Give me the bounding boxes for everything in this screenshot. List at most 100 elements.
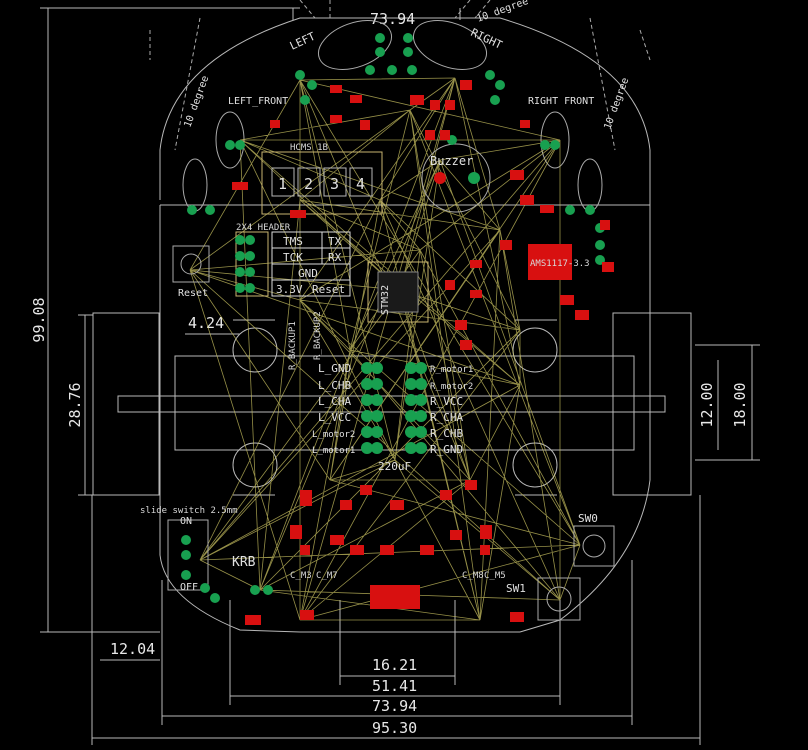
label-l-gnd: L_GND <box>318 362 351 375</box>
smd-pad <box>300 545 310 555</box>
via <box>403 33 413 43</box>
left-conn-via <box>371 378 383 390</box>
airwire-path <box>189 77 581 621</box>
smd-pad <box>370 585 420 609</box>
smd-pad <box>470 260 482 268</box>
dimension-lines <box>40 7 760 745</box>
smd-pad <box>450 530 462 540</box>
right-conn-via <box>405 378 417 390</box>
via <box>245 235 255 245</box>
hcms-digit-3: 3 <box>330 175 339 193</box>
smd-pad <box>465 480 477 490</box>
via <box>565 205 575 215</box>
hcms-digit-4: 4 <box>356 175 365 193</box>
smd-pad <box>300 610 314 620</box>
right-conn-via <box>415 378 427 390</box>
label-r-gnd: R_GND <box>430 443 463 456</box>
via <box>235 267 245 277</box>
switch-on-label: ON <box>180 516 192 527</box>
via <box>200 583 210 593</box>
right-conn-via <box>405 410 417 422</box>
via <box>245 283 255 293</box>
left-conn-via <box>361 378 373 390</box>
via <box>263 585 273 595</box>
regulator-label: AMS1117-3.3 <box>530 259 590 269</box>
smd-pad <box>440 490 452 500</box>
label-l-vcc: L_VCC <box>318 411 351 424</box>
smd-pad <box>540 205 554 213</box>
sensor-left-front-label: LEFT_FRONT <box>228 96 288 107</box>
smd-pad <box>602 262 614 272</box>
left-conn-via <box>361 442 373 454</box>
hcms-display: 1 2 3 4 HCMS 1B <box>261 143 383 215</box>
via <box>585 205 595 215</box>
smd-pad <box>480 525 492 539</box>
smd-pad <box>290 525 302 539</box>
via <box>181 570 191 580</box>
via <box>235 140 245 150</box>
smd-pad <box>245 615 261 625</box>
label-r-vcc: R_VCC <box>430 395 463 408</box>
r-backup-1: R_BACKUP1 <box>288 321 298 370</box>
left-conn-via <box>361 410 373 422</box>
jtag-header: TMS TX TCK RX GND 3.3V Reset 2X4 HEADER <box>235 223 351 297</box>
reset-label: Reset <box>178 288 208 299</box>
degree-label-left: 10 degree <box>182 74 211 129</box>
right-conn-via <box>415 410 427 422</box>
via <box>485 70 495 80</box>
via <box>365 65 375 75</box>
smd-pads <box>181 33 614 625</box>
via <box>375 47 385 57</box>
smd-pad <box>420 545 434 555</box>
buzzer: Buzzer <box>421 143 491 213</box>
pin-tck: TCK <box>283 251 303 264</box>
pin-tms: TMS <box>283 235 303 248</box>
via <box>235 251 245 261</box>
via <box>245 267 255 277</box>
sw1-button: SW1 <box>506 577 581 621</box>
smd-pad <box>270 120 280 128</box>
led-label-cm5: C_M5 <box>484 571 506 581</box>
mcu-chip: STM32 <box>367 261 429 323</box>
smd-pad <box>510 170 524 180</box>
smd-pad <box>360 120 370 130</box>
krb-label: KRB <box>232 555 256 570</box>
smd-pad <box>445 280 455 290</box>
led-label-cm3: C_M3 <box>290 571 312 581</box>
left-conn-via <box>361 394 373 406</box>
header-label: 2X4 HEADER <box>236 223 291 233</box>
label-l-chb: L_CHB <box>318 379 351 392</box>
dim-motor-height: 28.76 <box>66 382 84 427</box>
via <box>235 235 245 245</box>
smd-pad <box>520 195 534 205</box>
via <box>187 205 197 215</box>
smd-pad <box>350 545 364 555</box>
via <box>181 535 191 545</box>
degree-label-right: 10 degree <box>602 76 631 131</box>
smd-pad <box>430 100 440 110</box>
via <box>300 95 310 105</box>
left-conn-via <box>361 426 373 438</box>
dim-w3: 73.94 <box>372 697 417 715</box>
smd-pad <box>410 95 424 105</box>
pin-rx: RX <box>328 251 342 264</box>
sensor-left-label: LEFT <box>288 30 318 53</box>
r-backup-2: R_BACKUP2 <box>313 311 323 360</box>
dim-w4: 95.30 <box>372 719 417 737</box>
label-l-motor1: L_motor1 <box>312 446 355 456</box>
label-r-motor2: R_motor2 <box>430 382 473 392</box>
smd-pad <box>330 85 342 93</box>
via <box>375 33 385 43</box>
smd-pad <box>510 612 524 622</box>
sensor-right-label: RIGHT <box>469 26 505 52</box>
smd-pad <box>460 340 472 350</box>
cap-label: 220uF <box>378 460 411 473</box>
airwires <box>189 77 581 621</box>
via <box>181 550 191 560</box>
via <box>295 70 305 80</box>
label-l-motor2: L_motor2 <box>312 430 355 440</box>
label-r-chb: R_CHB <box>430 427 463 440</box>
right-conn-via <box>405 394 417 406</box>
sw0-button: SW0 <box>573 512 615 567</box>
